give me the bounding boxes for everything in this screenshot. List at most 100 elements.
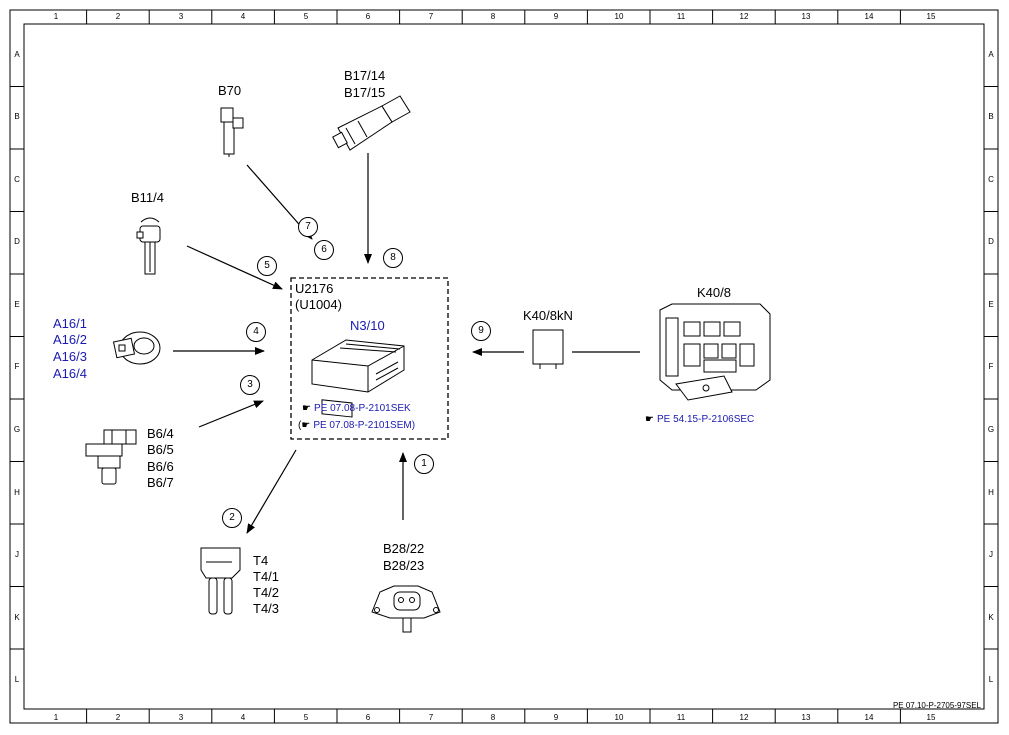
b17-label-2: B17/15 [344, 85, 386, 100]
row-label: A [14, 50, 20, 59]
a16-label-4: A16/4 [53, 366, 87, 381]
k40kn-relay-icon [532, 329, 564, 369]
b28-pressure-sensor-icon [371, 585, 441, 633]
inner-frame [23, 23, 985, 710]
b6-label-1: B6/4 [147, 426, 174, 441]
row-label: K [988, 613, 994, 622]
col-label: 9 [553, 12, 559, 21]
col-label: 1 [53, 713, 59, 722]
a16-knock-sensor-icon [112, 331, 161, 365]
pointing-hand-icon: ☛ [302, 403, 311, 414]
col-label: 10 [614, 12, 624, 21]
col-label: 6 [365, 12, 371, 21]
k40kn-label: K40/8kN [523, 308, 573, 323]
row-label: G [13, 425, 21, 434]
row-label: F [988, 362, 994, 371]
n3-10-label: N3/10 [350, 318, 385, 333]
t4-label-2: T4/1 [253, 569, 280, 584]
ecu-reference-link-2[interactable]: (☛PE 07.08-P-2101SEM) [298, 420, 415, 431]
col-label: 8 [490, 713, 496, 722]
b6-label-4: B6/7 [147, 475, 174, 490]
row-label: C [988, 175, 994, 184]
row-label: L [14, 675, 20, 684]
row-label: E [988, 300, 994, 309]
footer-code: PE 07.10-P-2705-97SEL [892, 701, 981, 710]
row-label: J [989, 550, 993, 559]
callout-5: 5 [257, 256, 277, 276]
col-label: 14 [864, 713, 874, 722]
k40-reference-text: PE 54.15-P-2106SEC [656, 414, 755, 425]
b70-label: B70 [218, 83, 242, 98]
col-label: 13 [801, 12, 811, 21]
col-label: 5 [303, 12, 309, 21]
arrow-b6 [198, 400, 264, 428]
ecu-reference-link-1[interactable]: ☛PE 07.08-P-2101SEK [302, 403, 411, 414]
b11-label: B11/4 [131, 190, 165, 205]
control-unit-box [290, 277, 449, 440]
row-label: E [14, 300, 20, 309]
b6-sensor-icon [85, 429, 137, 485]
ecu-reference-text-2: PE 07.08-P-2101SEM) [313, 420, 416, 431]
col-label: 2 [115, 713, 121, 722]
b28-label-2: B28/23 [383, 558, 425, 573]
col-label: 7 [428, 12, 434, 21]
outer-frame [9, 9, 999, 724]
col-label: 2 [115, 12, 121, 21]
row-label: H [988, 488, 994, 497]
col-label: 7 [428, 713, 434, 722]
callout-7: 7 [298, 217, 318, 237]
col-label: 1 [53, 12, 59, 21]
b17-sensor-icon [332, 95, 411, 151]
row-label: J [15, 550, 19, 559]
t4-label-4: T4/3 [253, 601, 280, 616]
b11-sensor-icon [136, 217, 161, 275]
a16-label-2: A16/2 [53, 332, 87, 347]
callout-3: 3 [240, 375, 260, 395]
row-label: F [14, 362, 20, 371]
a16-label-3: A16/3 [53, 349, 87, 364]
col-label: 11 [676, 12, 686, 21]
t4-label-1: T4 [253, 553, 269, 568]
b17-label-1: B17/14 [344, 68, 386, 83]
u2176-label: U2176 [295, 281, 334, 296]
arrow-b11 [186, 245, 283, 290]
k40-label: K40/8 [697, 285, 731, 300]
col-label: 13 [801, 713, 811, 722]
u1004-label: (U1004) [295, 297, 342, 312]
ecu-reference-paren: ( [298, 420, 302, 431]
row-label: D [14, 237, 20, 246]
col-label: 6 [365, 713, 371, 722]
arrow-t4 [246, 449, 297, 534]
callout-6: 6 [314, 240, 334, 260]
b70-sensor-icon [220, 107, 244, 157]
col-label: 10 [614, 713, 624, 722]
col-label: 5 [303, 713, 309, 722]
callout-9: 9 [471, 321, 491, 341]
col-label: 15 [926, 12, 936, 21]
col-label: 12 [739, 713, 749, 722]
row-label: A [988, 50, 994, 59]
k40-reference-link[interactable]: ☛PE 54.15-P-2106SEC [645, 414, 754, 425]
col-label: 4 [240, 12, 246, 21]
col-label: 14 [864, 12, 874, 21]
callout-2: 2 [222, 508, 242, 528]
pointing-hand-icon: ☛ [645, 414, 654, 425]
col-label: 11 [676, 713, 686, 722]
k40-fuse-box-icon [659, 303, 771, 401]
ecu-n3-icon [311, 339, 405, 418]
row-label: K [14, 613, 20, 622]
t4-label-3: T4/2 [253, 585, 280, 600]
grid-ticks [10, 10, 998, 723]
pointing-hand-icon: ☛ [301, 420, 311, 431]
row-label: G [987, 425, 995, 434]
col-label: 8 [490, 12, 496, 21]
col-label: 12 [739, 12, 749, 21]
callout-1: 1 [414, 454, 434, 474]
row-label: B [988, 112, 994, 121]
col-label: 3 [178, 713, 184, 722]
row-label: C [14, 175, 20, 184]
col-label: 15 [926, 713, 936, 722]
callout-4: 4 [246, 322, 266, 342]
row-label: D [988, 237, 994, 246]
